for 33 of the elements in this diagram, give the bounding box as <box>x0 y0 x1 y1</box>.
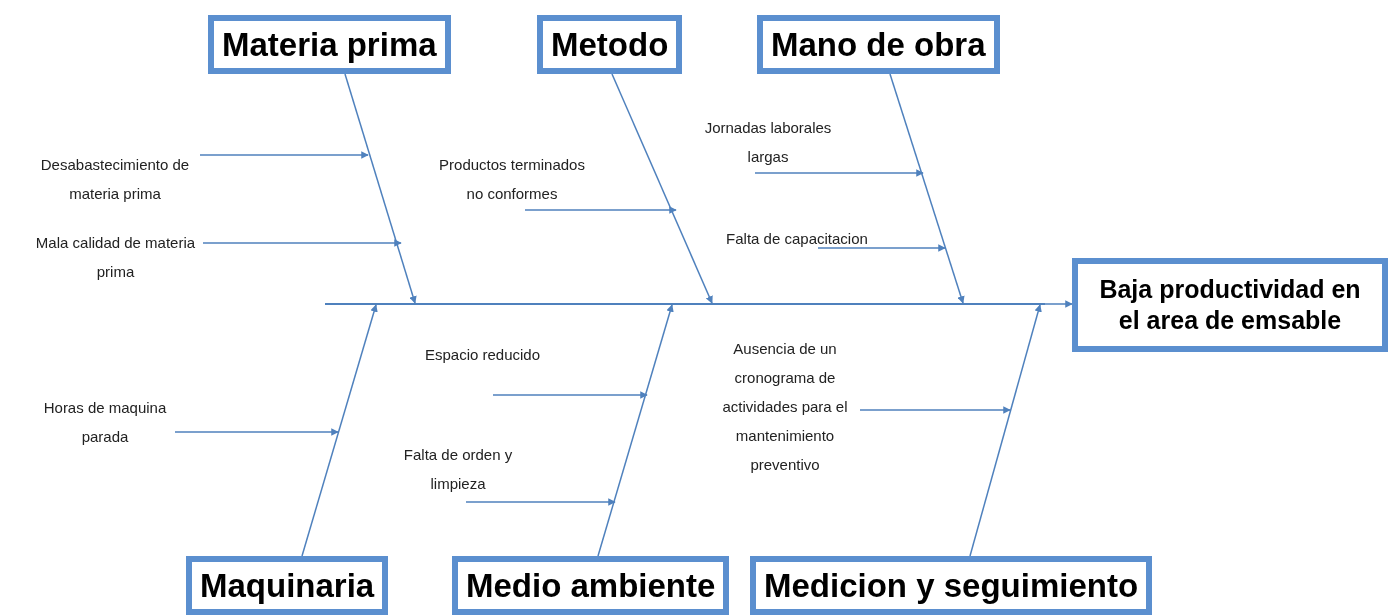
arrow <box>889 73 965 304</box>
cause-text: Mala calidad de materia prima <box>28 228 203 286</box>
arrow <box>465 498 616 506</box>
arrow <box>301 304 378 557</box>
arrow <box>492 391 648 399</box>
arrow <box>199 151 369 159</box>
cause-text: Desabastecimiento de materia prima <box>30 150 200 208</box>
arrow <box>344 73 417 304</box>
cause-text: Ausencia de un cronograma de actividades para el mantenimiento preventivo <box>710 334 860 479</box>
cause-text: Productos terminados no conformes <box>432 150 592 210</box>
arrow <box>859 406 1011 414</box>
arrow <box>1044 300 1073 308</box>
cause-text: Espacio reducido <box>415 340 550 395</box>
category-box: Materia prima <box>208 15 451 74</box>
category-box: Medicion y seguimiento <box>750 556 1153 615</box>
category-box: Metodo <box>537 15 683 74</box>
category-box: Maquinaria <box>186 556 389 615</box>
cause-text: Falta de orden y limpieza <box>398 440 518 502</box>
cause-text: Jornadas laborales largas <box>698 113 838 173</box>
arrow <box>817 244 946 252</box>
arrow <box>611 73 713 304</box>
arrow <box>754 169 924 177</box>
arrow <box>174 428 339 436</box>
category-box: Mano de obra <box>757 15 1000 74</box>
effect-box: Baja productividad en el area de emsable <box>1072 258 1388 352</box>
arrow <box>969 304 1042 557</box>
arrow <box>524 206 677 214</box>
cause-text: Horas de maquina parada <box>35 393 175 451</box>
cause-text: Falta de capacitacion <box>714 224 880 248</box>
arrow <box>597 304 674 557</box>
arrow <box>202 239 402 247</box>
spine-line <box>325 303 1045 305</box>
category-box: Medio ambiente <box>452 556 730 615</box>
